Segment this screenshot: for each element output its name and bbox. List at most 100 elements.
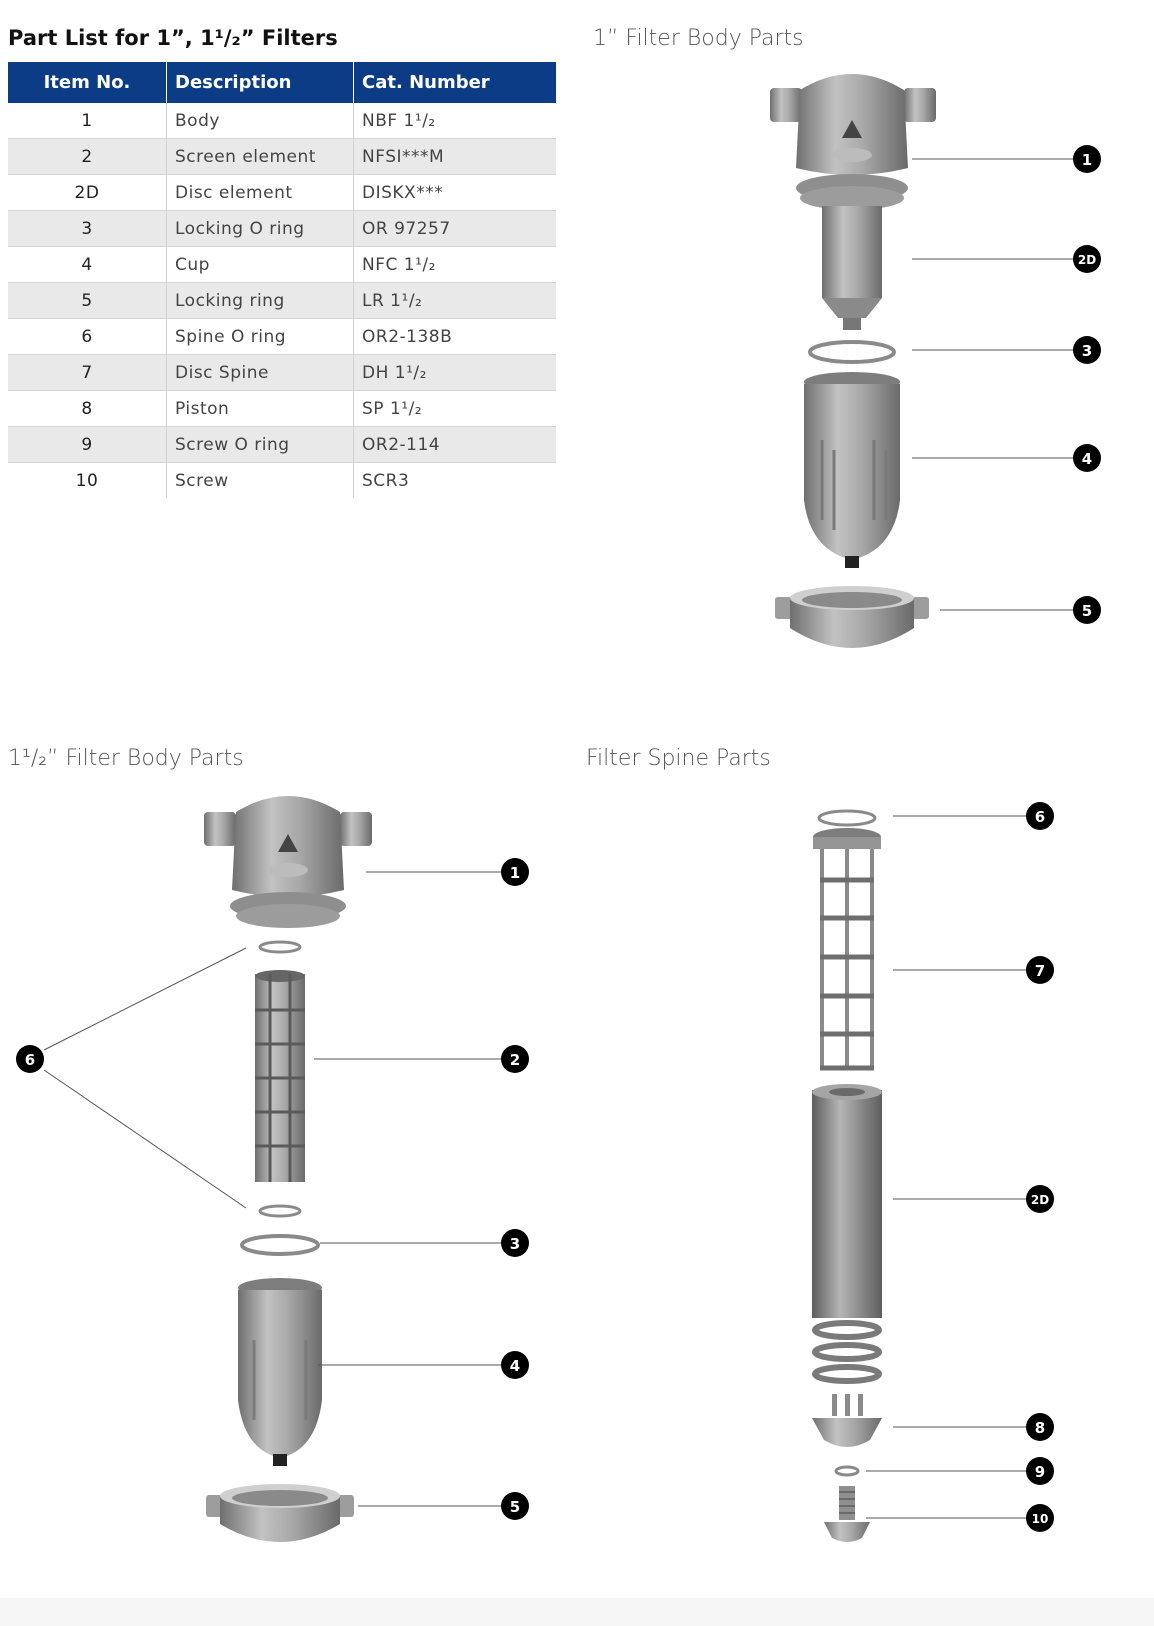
- one-half-section-title: 1¹/₂” Filter Body Parts: [8, 746, 244, 771]
- one-half-locking-oring-part: [240, 1234, 320, 1256]
- svg-text:1: 1: [1082, 151, 1092, 169]
- callout-badge: 2: [501, 1045, 529, 1073]
- svg-text:6: 6: [1035, 808, 1045, 826]
- callout-badge: 3: [501, 1229, 529, 1257]
- spine-disc-element-part: [812, 1084, 882, 1318]
- cell-description: Disc Spine: [166, 354, 354, 391]
- one-half-leader-lines: [43, 871, 502, 1507]
- cell-item: 4: [8, 246, 167, 283]
- cell-cat-number: DISKX***: [353, 174, 556, 211]
- cell-item: 2D: [8, 174, 167, 211]
- bottom-band: [0, 1598, 1154, 1626]
- callout-badge: 3: [1073, 336, 1101, 364]
- header-description: Description: [166, 62, 354, 103]
- one-inch-cup-part: [804, 372, 900, 568]
- one-half-top-spine-oring: [258, 940, 302, 954]
- header-cat-number: Cat. Number: [353, 62, 556, 103]
- cell-item: 1: [8, 103, 167, 139]
- callout-badge: 8: [1026, 1413, 1054, 1441]
- cell-cat-number: LR 1¹/₂: [353, 282, 556, 319]
- svg-text:2D: 2D: [1078, 253, 1096, 267]
- callout-badge: 7: [1026, 956, 1054, 984]
- svg-text:4: 4: [1082, 450, 1092, 468]
- cell-item: 9: [8, 426, 167, 463]
- piston-part: [812, 1394, 882, 1447]
- screw-oring-part: [834, 1465, 860, 1477]
- callout-badge: 9: [1026, 1457, 1054, 1485]
- cell-description: Locking O ring: [166, 210, 354, 247]
- spine-section-title: Filter Spine Parts: [586, 746, 771, 771]
- cell-description: Locking ring: [166, 282, 354, 319]
- cell-cat-number: OR2-138B: [353, 318, 556, 355]
- svg-text:1: 1: [510, 864, 520, 882]
- cell-item: 2: [8, 138, 167, 175]
- svg-text:10: 10: [1032, 1512, 1049, 1526]
- svg-text:3: 3: [510, 1235, 520, 1253]
- svg-text:5: 5: [1082, 602, 1092, 620]
- header-item-no: Item No.: [8, 62, 167, 103]
- cell-description: Cup: [166, 246, 354, 283]
- callout-badge: 6: [1026, 802, 1054, 830]
- parts-list-title: Part List for 1”, 1¹/₂” Filters: [8, 26, 338, 50]
- callout-badge: 4: [501, 1351, 529, 1379]
- cell-description: Screw O ring: [166, 426, 354, 463]
- cell-item: 10: [8, 462, 167, 498]
- cell-item: 8: [8, 390, 167, 427]
- one-half-locking-ring-part: [206, 1484, 354, 1542]
- one-half-body-part: [204, 796, 372, 928]
- callout-badge: 6: [16, 1045, 44, 1073]
- cell-cat-number: NBF 1¹/₂: [353, 103, 556, 139]
- svg-text:2D: 2D: [1031, 1193, 1049, 1207]
- svg-text:5: 5: [510, 1498, 520, 1516]
- cell-cat-number: OR2-114: [353, 426, 556, 463]
- cell-description: Spine O ring: [166, 318, 354, 355]
- cell-cat-number: NFSI***M: [353, 138, 556, 175]
- cell-item: 6: [8, 318, 167, 355]
- disc-spine-part: [813, 828, 881, 1071]
- svg-text:3: 3: [1082, 342, 1092, 360]
- cell-description: Screw: [166, 462, 354, 498]
- one-half-bottom-spine-oring: [258, 1204, 302, 1218]
- callout-badge: 1: [501, 858, 529, 886]
- screw-part: [824, 1486, 870, 1542]
- svg-text:6: 6: [25, 1051, 35, 1069]
- callout-badge: 1: [1073, 145, 1101, 173]
- one-half-screen-element-part: [255, 970, 305, 1182]
- cell-cat-number: OR 97257: [353, 210, 556, 247]
- callout-badge: 2D: [1026, 1185, 1054, 1213]
- cell-item: 5: [8, 282, 167, 319]
- cell-description: Body: [166, 103, 354, 139]
- svg-text:7: 7: [1035, 962, 1045, 980]
- callout-badge: 4: [1073, 444, 1101, 472]
- one-half-cup-part: [238, 1278, 322, 1466]
- spine-oring-part: [817, 809, 877, 827]
- callout-badge: 2D: [1073, 245, 1101, 273]
- callout-badge: 5: [501, 1492, 529, 1520]
- cell-cat-number: SCR3: [362, 470, 410, 491]
- one-inch-body-part: [770, 74, 936, 210]
- callout-badge: 10: [1026, 1504, 1054, 1532]
- svg-text:9: 9: [1035, 1463, 1045, 1481]
- spine-disc-rings: [812, 1320, 882, 1384]
- cell-item: 7: [8, 354, 167, 391]
- one-inch-section-title: 1” Filter Body Parts: [593, 26, 804, 51]
- one-inch-oring-part: [808, 340, 896, 364]
- one-inch-leader-lines: [912, 158, 1074, 611]
- cell-item: 3: [8, 210, 167, 247]
- cell-description: Screen element: [166, 138, 354, 175]
- cell-cat-number: NFC 1¹/₂: [353, 246, 556, 283]
- svg-text:2: 2: [510, 1051, 520, 1069]
- cell-description: Piston: [166, 390, 354, 427]
